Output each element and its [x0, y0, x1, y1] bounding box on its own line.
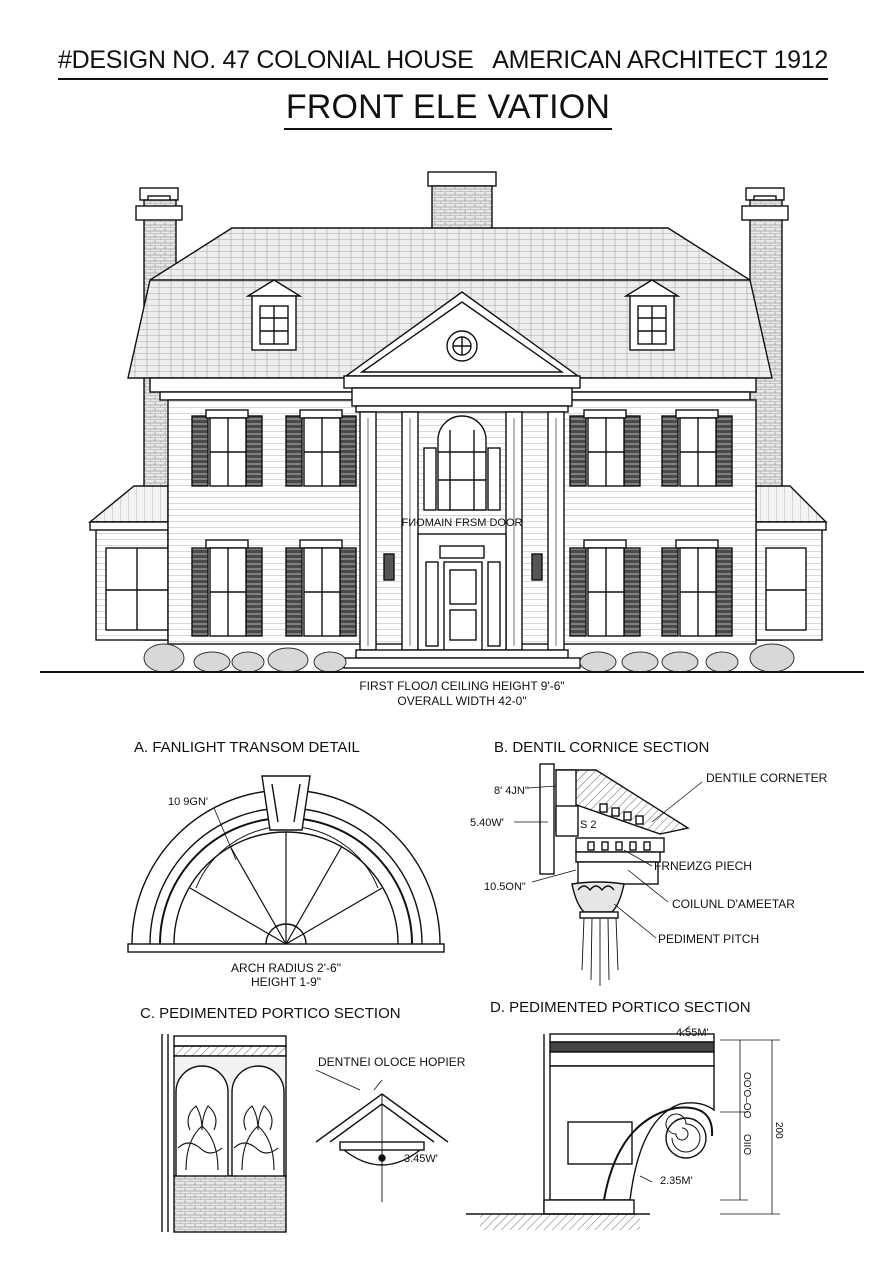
design-number: #DESIGN NO. 47 COLONIAL HOUSE [58, 46, 474, 74]
detail-c-title: C. PEDIMENTED PORTICO SECTION [140, 1005, 401, 1022]
arch-height-note: HEIGHT 1-9" [251, 975, 321, 989]
detail-b-title: B. DENTIL CORNICE SECTION [494, 739, 709, 756]
column-diameter-label: COILUNL D'AMEETAR [672, 897, 795, 911]
dormer-left [245, 279, 303, 351]
detail-c-portico-section: C. PEDIMENTED PORTICO SECTION DENTNEI OL… [140, 1005, 466, 1233]
sheet-header: #DESIGN NO. 47 COLONIAL HOUSE AMERICAN A… [58, 44, 828, 80]
detail-b-mark: S 2 [580, 819, 597, 831]
detail-d-title: D. PEDIMENTED PORTICO SECTION [490, 999, 751, 1016]
dentile-cornice-label: DENTILE CORNETER [706, 771, 828, 785]
detail-d-vertical-2: OIIO [741, 1134, 752, 1155]
detail-d-vertical-1: OO'O–OO [741, 1072, 752, 1119]
dormer-right [623, 279, 681, 351]
detail-c-label: DENTNEI OLOCE HOPIER [318, 1055, 466, 1069]
detail-d-dim-1: 4.55M' [676, 1027, 709, 1039]
detail-b-dim-1: 8' 4JN" [494, 785, 529, 797]
title-block: FRONT ELE VATION [0, 88, 896, 130]
detail-a-dim: 10 9GN' [168, 796, 208, 808]
frieze-pitch-label: FRNEИZG PIECH [654, 859, 752, 873]
overall-width-note: OVERALL WIDTH 42-0" [397, 694, 526, 708]
detail-b-dentil-cornice: B. DENTIL CORNICE SECTION S 2 [470, 739, 828, 986]
detail-b-dim-3: 10.5ON" [484, 881, 526, 893]
detail-c-dim: 3.45W' [404, 1153, 438, 1165]
detail-a-fanlight: A. FANLIGHT TRANSOM DETAIL 10 9GN' ARCH … [127, 739, 445, 989]
arch-radius-note: ARCH RADIUS 2'-6" [231, 961, 341, 975]
detail-d-dim-2: 2.35M' [660, 1175, 693, 1187]
detail-b-dim-2: 5.40W' [470, 817, 504, 829]
sheet-title: FRONT ELE VATION [283, 88, 613, 130]
pediment-pitch-label: PEDIMENT PITCH [658, 932, 759, 946]
shrubbery [143, 643, 795, 673]
portico [343, 291, 581, 669]
detail-d-vertical-3: 200 [773, 1122, 784, 1139]
publication: AMERICAN ARCHITECT 1912 [492, 46, 828, 74]
wing-right [755, 485, 828, 641]
front-elevation: FИОMAIN FRSM DOOR [40, 171, 864, 673]
detail-a-title: A. FANLIGHT TRANSOM DETAIL [134, 739, 360, 756]
lower-windows [191, 539, 733, 637]
upper-windows [191, 409, 733, 487]
ceiling-height-note: FIRST FLOOЛ CEILING HEIGHT 9'-6" [359, 679, 564, 693]
wing-left [88, 485, 169, 641]
detail-d-portico-section: D. PEDIMENTED PORTICO SECTION 4.55M' 2.3… [466, 999, 784, 1230]
door-label: FИОMAIN FRSM DOOR [402, 517, 523, 529]
